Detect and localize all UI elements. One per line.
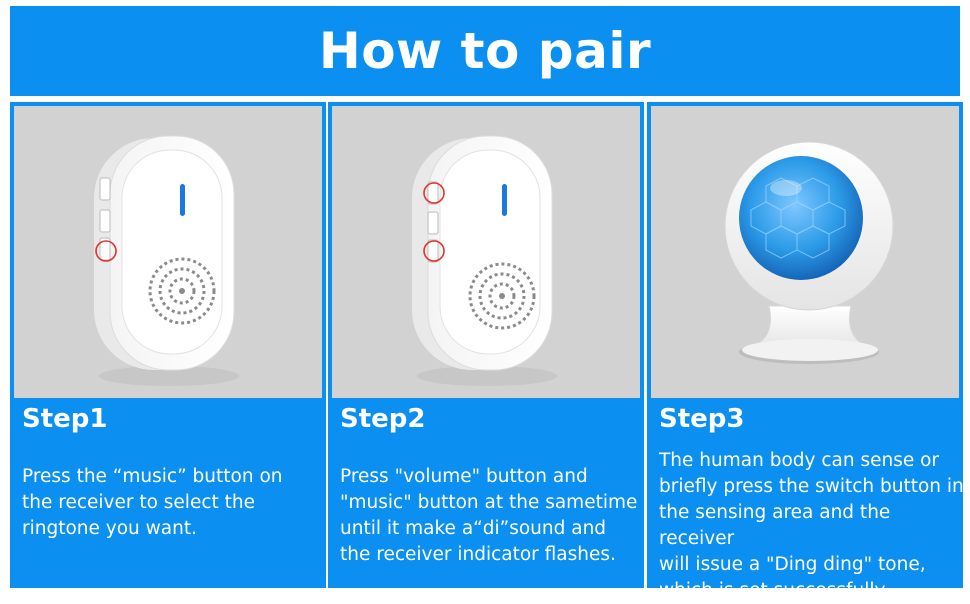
step-panel-2: Step2 Press "volume" button and "music" …	[328, 102, 644, 588]
step-description: Press "volume" button and "music" button…	[340, 466, 638, 565]
step-title: Step1	[22, 404, 108, 434]
sensor-photo	[651, 106, 959, 398]
title-banner: How to pair	[10, 6, 960, 96]
step-panel-3: Step3 The human body can sense or briefl…	[647, 102, 964, 601]
step-title: Step2	[340, 404, 426, 434]
page-title: How to pair	[318, 22, 652, 80]
step-panel-1: Step1 Press the “music” button on the re…	[10, 102, 326, 588]
receiver-photo-1	[14, 106, 322, 398]
step-description: The human body can sense or briefly pres…	[659, 450, 964, 601]
highlight-ring-icon	[423, 182, 445, 204]
motion-sensor-icon	[724, 141, 894, 364]
highlight-ring-icon	[95, 240, 117, 262]
highlight-ring-icon	[423, 240, 445, 262]
receiver-photo-2	[332, 106, 640, 398]
doorbell-receiver-icon	[412, 135, 557, 386]
step-title: Step3	[659, 404, 745, 434]
step-description: Press the “music” button on the receiver…	[22, 466, 283, 539]
doorbell-receiver-icon	[94, 135, 239, 386]
